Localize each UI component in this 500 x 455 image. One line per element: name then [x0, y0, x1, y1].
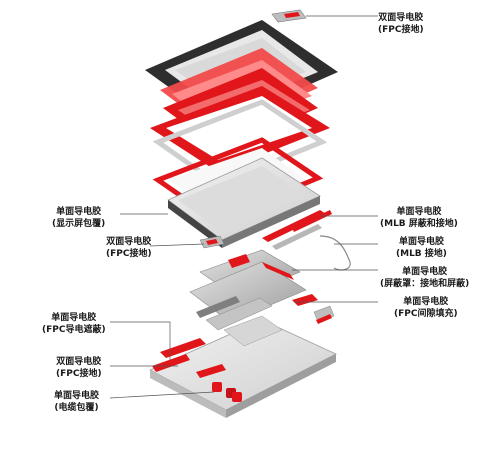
label-fpc-ground-bottom: 双面导电胶(FPC接地) [56, 357, 102, 379]
leader-lines [109, 15, 378, 399]
fpc-middle-part [199, 235, 225, 249]
label-display-wrap: 单面导电胶(显示屏包覆) [52, 207, 106, 229]
fpc-top-part [271, 9, 307, 23]
label-fpc-ground-top: 双面导电胶(FPC接地) [378, 13, 424, 35]
shield-can-assembly [189, 249, 307, 331]
display-module [167, 157, 321, 248]
label-fpc-conductive-mask: 单面导电胶(FPC导电遮蔽) [42, 313, 106, 335]
label-fpc-gap-fill: 单面导电胶(FPC间隙填充) [394, 297, 458, 319]
label-mlb-ground: 单面导电胶(MLB 接地) [396, 237, 447, 259]
cable-wire [319, 235, 351, 271]
label-mlb-shield-ground: 单面导电胶(MLB 屏蔽和接地) [380, 207, 458, 229]
mlb-shield-strips [262, 210, 332, 250]
label-cable-wrap: 单面导电胶(电缆包覆) [54, 391, 100, 413]
label-shield-can: 单面导电胶(屏蔽罩：接地和屏蔽) [380, 267, 470, 289]
fpc-gap-filler [292, 294, 335, 324]
label-fpc-ground-mid: 双面导电胶(FPC接地) [106, 237, 152, 259]
base-chassis [149, 315, 337, 418]
